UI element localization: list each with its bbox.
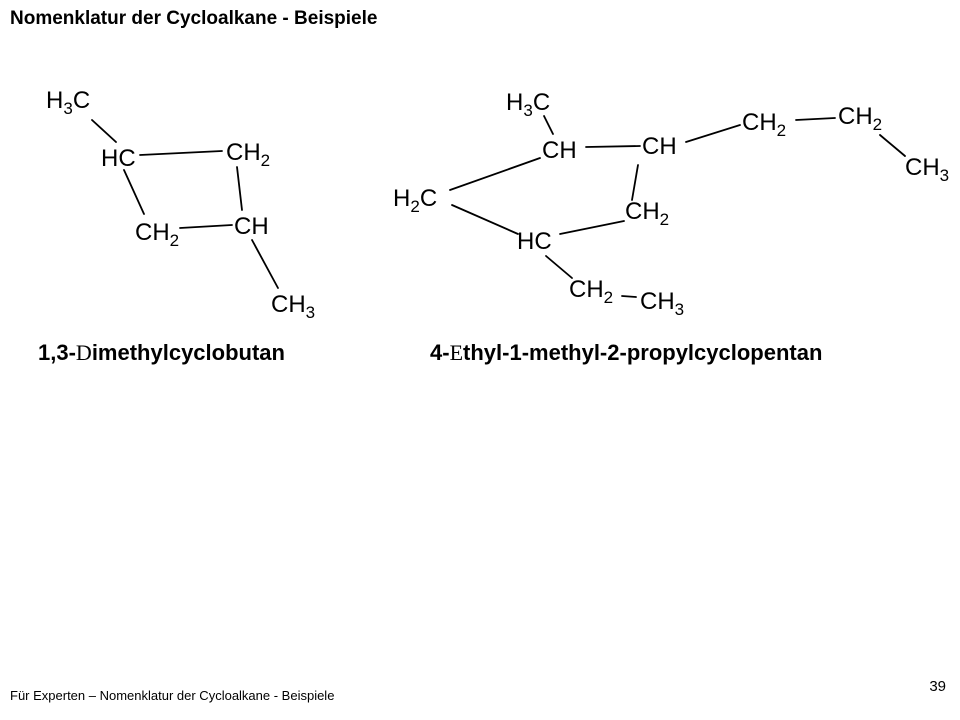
bond bbox=[543, 115, 554, 135]
compound-name-1: 1,3-Dimethylcyclobutan bbox=[38, 340, 285, 366]
group-ch: CH bbox=[234, 213, 269, 240]
group-hc: HC bbox=[517, 228, 552, 255]
bond bbox=[545, 255, 573, 279]
bond bbox=[236, 166, 243, 211]
group-ch2: CH2 bbox=[742, 109, 786, 140]
group-ch3: CH3 bbox=[905, 154, 949, 185]
bond bbox=[91, 119, 117, 143]
slide-title: Nomenklatur der Cycloalkane - Beispiele bbox=[10, 8, 378, 29]
group-ch2: CH2 bbox=[569, 276, 613, 307]
bond bbox=[795, 117, 836, 121]
group-ch2: CH2 bbox=[135, 219, 179, 250]
group-ch: CH bbox=[542, 137, 577, 164]
bond bbox=[685, 124, 741, 143]
compound-name-prefix: 4- bbox=[430, 340, 450, 365]
molecule-1-structure: H3C HC CH2 CH2 CH CH3 bbox=[46, 87, 315, 322]
bond bbox=[585, 145, 641, 148]
group-h3c: H3C bbox=[506, 89, 550, 120]
molecule-2-structure: H3C CH CH CH2 CH2 CH3 H2C CH2 HC CH2 CH3 bbox=[393, 89, 949, 319]
compound-name-2: 4-Ethyl-1-methyl-2-propylcyclopentan bbox=[430, 340, 822, 366]
group-hc: HC bbox=[101, 145, 136, 172]
group-h2c: H2C bbox=[393, 185, 437, 216]
bond bbox=[559, 220, 625, 235]
compound-name-rest: thyl-1-methyl-2-propylcyclopentan bbox=[463, 340, 823, 365]
compound-name-lead: E bbox=[449, 340, 464, 365]
page-number: 39 bbox=[929, 678, 946, 695]
bond bbox=[621, 295, 637, 298]
compound-name-rest: imethylcyclobutan bbox=[91, 340, 285, 365]
bond bbox=[451, 204, 519, 235]
bond bbox=[123, 169, 145, 215]
group-ch: CH bbox=[642, 133, 677, 160]
bond bbox=[251, 239, 279, 289]
group-h3c: H3C bbox=[46, 87, 90, 118]
bond bbox=[879, 134, 906, 157]
bond bbox=[139, 150, 223, 156]
footer-text: Für Experten – Nomenklatur der Cycloalka… bbox=[10, 688, 335, 703]
compound-name-lead: D bbox=[75, 340, 92, 365]
bond bbox=[449, 157, 541, 191]
group-ch3: CH3 bbox=[271, 291, 315, 322]
bond bbox=[631, 164, 639, 201]
group-ch3: CH3 bbox=[640, 288, 684, 319]
group-ch2: CH2 bbox=[226, 139, 270, 170]
compound-name-prefix: 1,3- bbox=[38, 340, 76, 365]
group-ch2: CH2 bbox=[625, 198, 669, 229]
bond bbox=[179, 224, 233, 229]
group-ch2: CH2 bbox=[838, 103, 882, 134]
